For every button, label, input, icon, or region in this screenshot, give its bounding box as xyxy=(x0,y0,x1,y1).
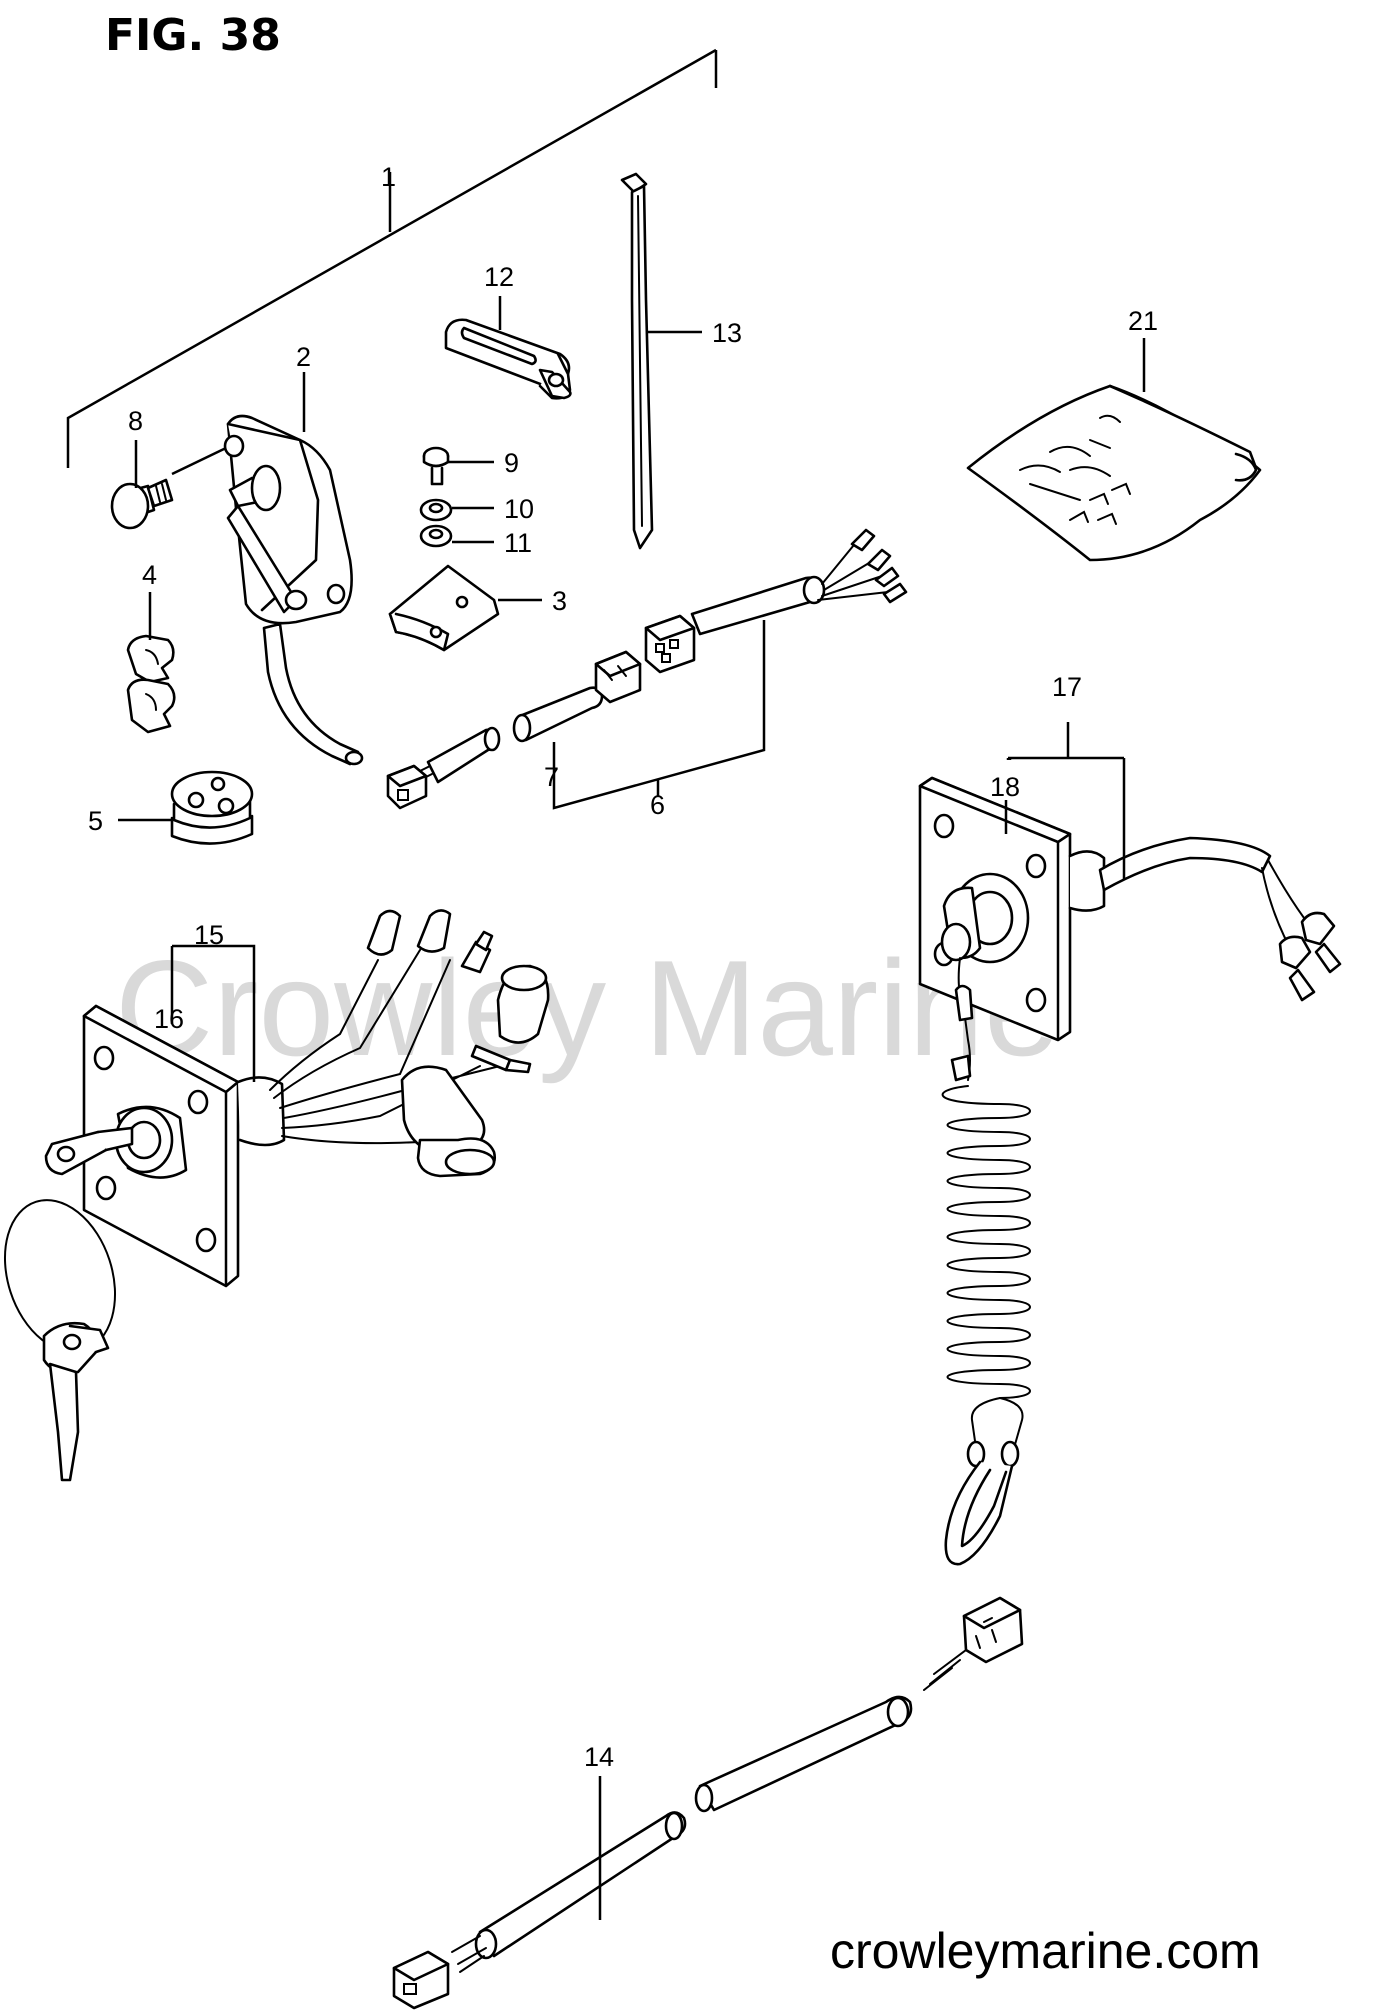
part-12-plate xyxy=(444,318,572,400)
watermark-text: Crowley Marine xyxy=(115,932,1060,1084)
callout-16: 16 xyxy=(154,1004,184,1034)
website-text: crowleymarine.com xyxy=(830,1923,1261,1979)
part-8-bolt xyxy=(110,478,174,530)
callout-11: 11 xyxy=(504,528,532,558)
part-11-washer xyxy=(419,524,453,548)
part-3-bracket xyxy=(388,564,500,652)
callout-labels: 1 2 3 4 5 6 7 8 9 10 11 12 13 14 15 16 1… xyxy=(88,162,1158,1772)
callout-12: 12 xyxy=(484,262,514,292)
callout-17: 17 xyxy=(1052,672,1082,702)
figure-title: FIG. 38 xyxy=(105,10,281,61)
part-9-screw xyxy=(422,446,450,486)
callout-9: 9 xyxy=(504,448,519,478)
callout-10: 10 xyxy=(504,494,534,524)
callout-14: 14 xyxy=(584,1742,614,1772)
part-6-harness xyxy=(512,528,908,743)
callout-21: 21 xyxy=(1128,306,1158,336)
callout-3: 3 xyxy=(552,586,567,616)
part-16-key-switch xyxy=(3,909,550,1482)
callout-6: 6 xyxy=(650,790,665,820)
callout-15: 15 xyxy=(194,920,224,950)
part-14-harness xyxy=(392,1596,1024,2010)
part-21-bag xyxy=(966,384,1262,562)
callout-1: 1 xyxy=(381,162,396,192)
callout-2: 2 xyxy=(296,342,311,372)
part-4-clip xyxy=(126,634,176,734)
part-7-lead xyxy=(386,726,501,810)
callout-5: 5 xyxy=(88,806,103,836)
callout-4: 4 xyxy=(142,560,157,590)
callout-18: 18 xyxy=(990,772,1020,802)
part-18-stop-switch xyxy=(918,776,1342,1566)
part-10-washer xyxy=(419,498,453,522)
callout-8: 8 xyxy=(128,406,143,436)
part-2-switch xyxy=(223,414,364,766)
part-5-grommet xyxy=(170,770,254,845)
leader-lines xyxy=(118,296,1146,1920)
group-bracket-1 xyxy=(66,48,718,468)
part-13-cable-tie xyxy=(620,172,654,550)
callout-13: 13 xyxy=(712,318,742,348)
callout-7: 7 xyxy=(544,762,559,792)
